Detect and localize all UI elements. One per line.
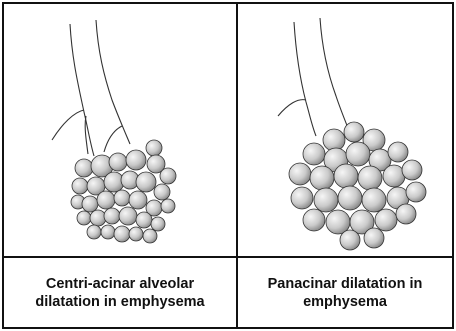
panacinar-illustration xyxy=(238,4,452,256)
figure: Centri-acinar alveolar dilatation in emp… xyxy=(2,2,454,329)
panacinar-caption: Panacinar dilatation in emphysema xyxy=(238,258,452,327)
panacinar-panel xyxy=(238,4,452,256)
bronchiole-outline xyxy=(278,18,348,136)
alveolar-cluster xyxy=(71,140,176,243)
centri-acinar-illustration xyxy=(4,4,236,256)
bronchiole-outline xyxy=(52,20,130,156)
alveolar-cluster xyxy=(289,122,426,250)
centri-acinar-panel xyxy=(4,4,236,256)
panacinar-caption-text: Panacinar dilatation in emphysema xyxy=(238,275,452,311)
centri-acinar-caption-text: Centri-acinar alveolar dilatation in emp… xyxy=(4,275,236,311)
centri-acinar-caption: Centri-acinar alveolar dilatation in emp… xyxy=(4,258,236,327)
